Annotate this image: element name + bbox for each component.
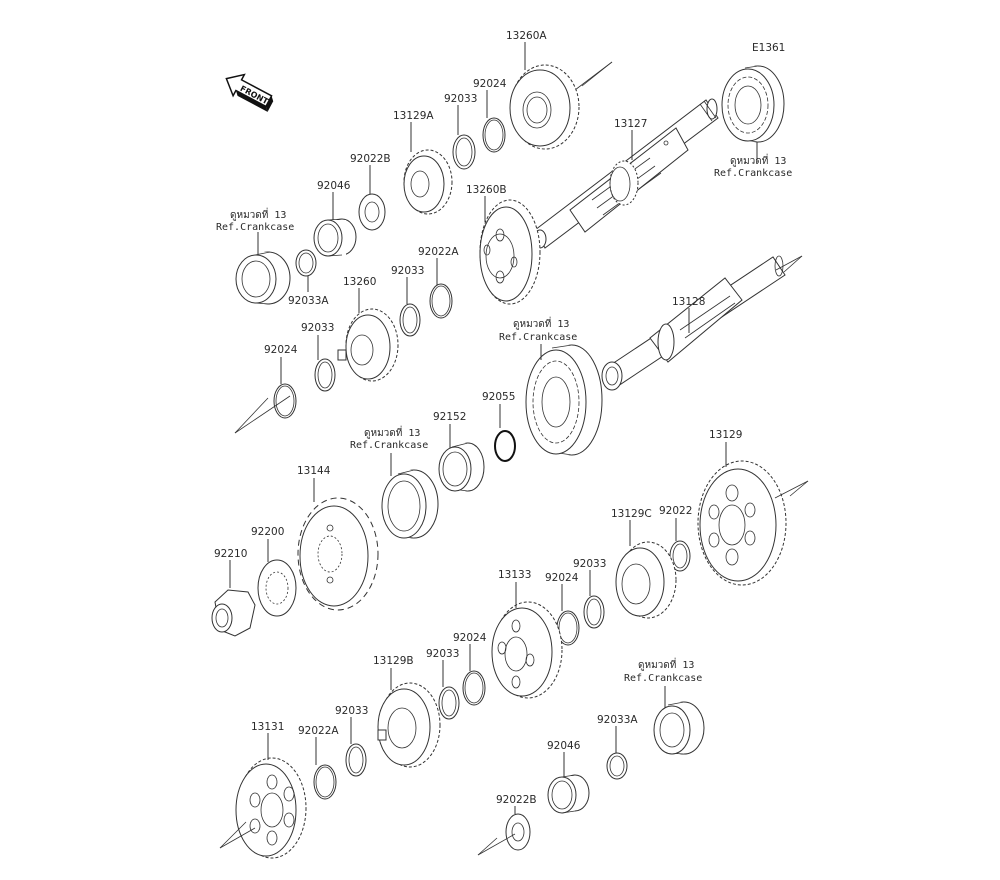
label-92022B-b: 92022B [496, 794, 537, 806]
oil-seal-ref-crankcase [381, 469, 439, 539]
ref-label-4-line2: Ref.Crankcase [350, 440, 428, 451]
label-92024: 92024 [473, 78, 507, 90]
ref-label-5-line2: Ref.Crankcase [624, 673, 702, 684]
gear-13260 [337, 308, 399, 382]
o-ring-92055 [494, 430, 516, 462]
label-92033: 92033 [444, 93, 477, 105]
label-92033-f: 92033 [335, 705, 368, 717]
collar-92152 [438, 442, 485, 492]
ref-label-1-line1: ดูหมวดที่ 13 [230, 207, 286, 221]
output-shaft-13128 [601, 255, 786, 391]
washer-92022A-b [313, 764, 337, 800]
gear-13260A [509, 64, 580, 150]
label-92022: 92022 [659, 505, 692, 517]
snap-ring-92033 [452, 134, 476, 170]
washer-92022B-b [505, 813, 531, 851]
gear-13131 [235, 757, 307, 859]
gear-13129A [403, 149, 453, 215]
label-13131: 13131 [251, 721, 284, 733]
gear-13260B [479, 199, 541, 305]
label-13144: 13144 [297, 465, 331, 477]
snap-ring-92033-d [583, 595, 605, 629]
circlip-92024-d [462, 670, 486, 706]
gear-13129B [377, 682, 441, 768]
label-13260: 13260 [343, 276, 376, 288]
label-13129B: 13129B [373, 655, 414, 667]
label-92022A-b: 92022A [298, 725, 339, 737]
label-92033-b: 92033 [391, 265, 424, 277]
label-92033-e: 92033 [426, 648, 459, 660]
label-13260B: 13260B [466, 184, 507, 196]
label-92033A: 92033A [288, 295, 329, 307]
bearing-ref-crankcase-5 [653, 701, 705, 755]
needle-bearing-92046 [313, 218, 357, 257]
gear-13129 [697, 460, 787, 586]
label-92033A-b: 92033A [597, 714, 638, 726]
diagram-code: E1361 [752, 42, 785, 54]
nut-92210 [211, 589, 256, 637]
gear-13129C [615, 541, 677, 619]
gear-13133 [491, 601, 563, 699]
snap-ring-92033-c [314, 358, 336, 392]
label-92200: 92200 [251, 526, 284, 538]
needle-bearing-92046-b [547, 774, 590, 814]
label-92046: 92046 [317, 180, 351, 192]
label-92033-c: 92033 [301, 322, 334, 334]
label-92033-d: 92033 [573, 558, 606, 570]
label-92046-b: 92046 [547, 740, 581, 752]
label-92055: 92055 [482, 391, 515, 403]
label-92210: 92210 [214, 548, 247, 560]
label-13129A: 13129A [393, 110, 434, 122]
ref-label-4-line1: ดูหมวดที่ 13 [364, 425, 420, 439]
input-shaft-13127 [533, 98, 719, 249]
snap-ring-92033-e [438, 686, 460, 720]
label-92024-d: 92024 [453, 632, 487, 644]
bearing-ref-crankcase-1 [235, 251, 291, 305]
label-92152: 92152 [433, 411, 466, 423]
ref-label-1-line2: Ref.Crankcase [216, 222, 294, 233]
washer-92022 [669, 540, 691, 572]
ball-bearing-middle [525, 344, 603, 456]
snap-ring-92033-b [399, 303, 421, 337]
ref-label-2-line2: Ref.Crankcase [714, 168, 792, 179]
washer-92022A [429, 283, 453, 319]
label-13133: 13133 [498, 569, 531, 581]
circlip-92024-b [273, 383, 297, 419]
label-92024-b: 92024 [264, 344, 298, 356]
ref-label-3-line2: Ref.Crankcase [499, 332, 577, 343]
label-92022A: 92022A [418, 246, 459, 258]
front-arrow-icon: FRONT [225, 73, 274, 112]
ball-bearing-top-right [721, 65, 785, 143]
label-92022B: 92022B [350, 153, 391, 165]
label-13128: 13128 [672, 296, 705, 308]
label-13260A: 13260A [506, 30, 547, 42]
label-13129: 13129 [709, 429, 742, 441]
ref-label-3-line1: ดูหมวดที่ 13 [513, 316, 569, 330]
lock-washer-92200 [257, 559, 297, 617]
snap-ring-92033-f [345, 743, 367, 777]
sprocket-13144 [297, 497, 379, 611]
ref-label-2-line1: ดูหมวดที่ 13 [730, 153, 786, 167]
label-13129C: 13129C [611, 508, 652, 520]
washer-92022B [358, 193, 386, 231]
label-13127: 13127 [614, 118, 647, 130]
label-92024-c: 92024 [545, 572, 579, 584]
circlip-92024 [482, 117, 506, 153]
ref-label-5-line1: ดูหมวดที่ 13 [638, 657, 694, 671]
